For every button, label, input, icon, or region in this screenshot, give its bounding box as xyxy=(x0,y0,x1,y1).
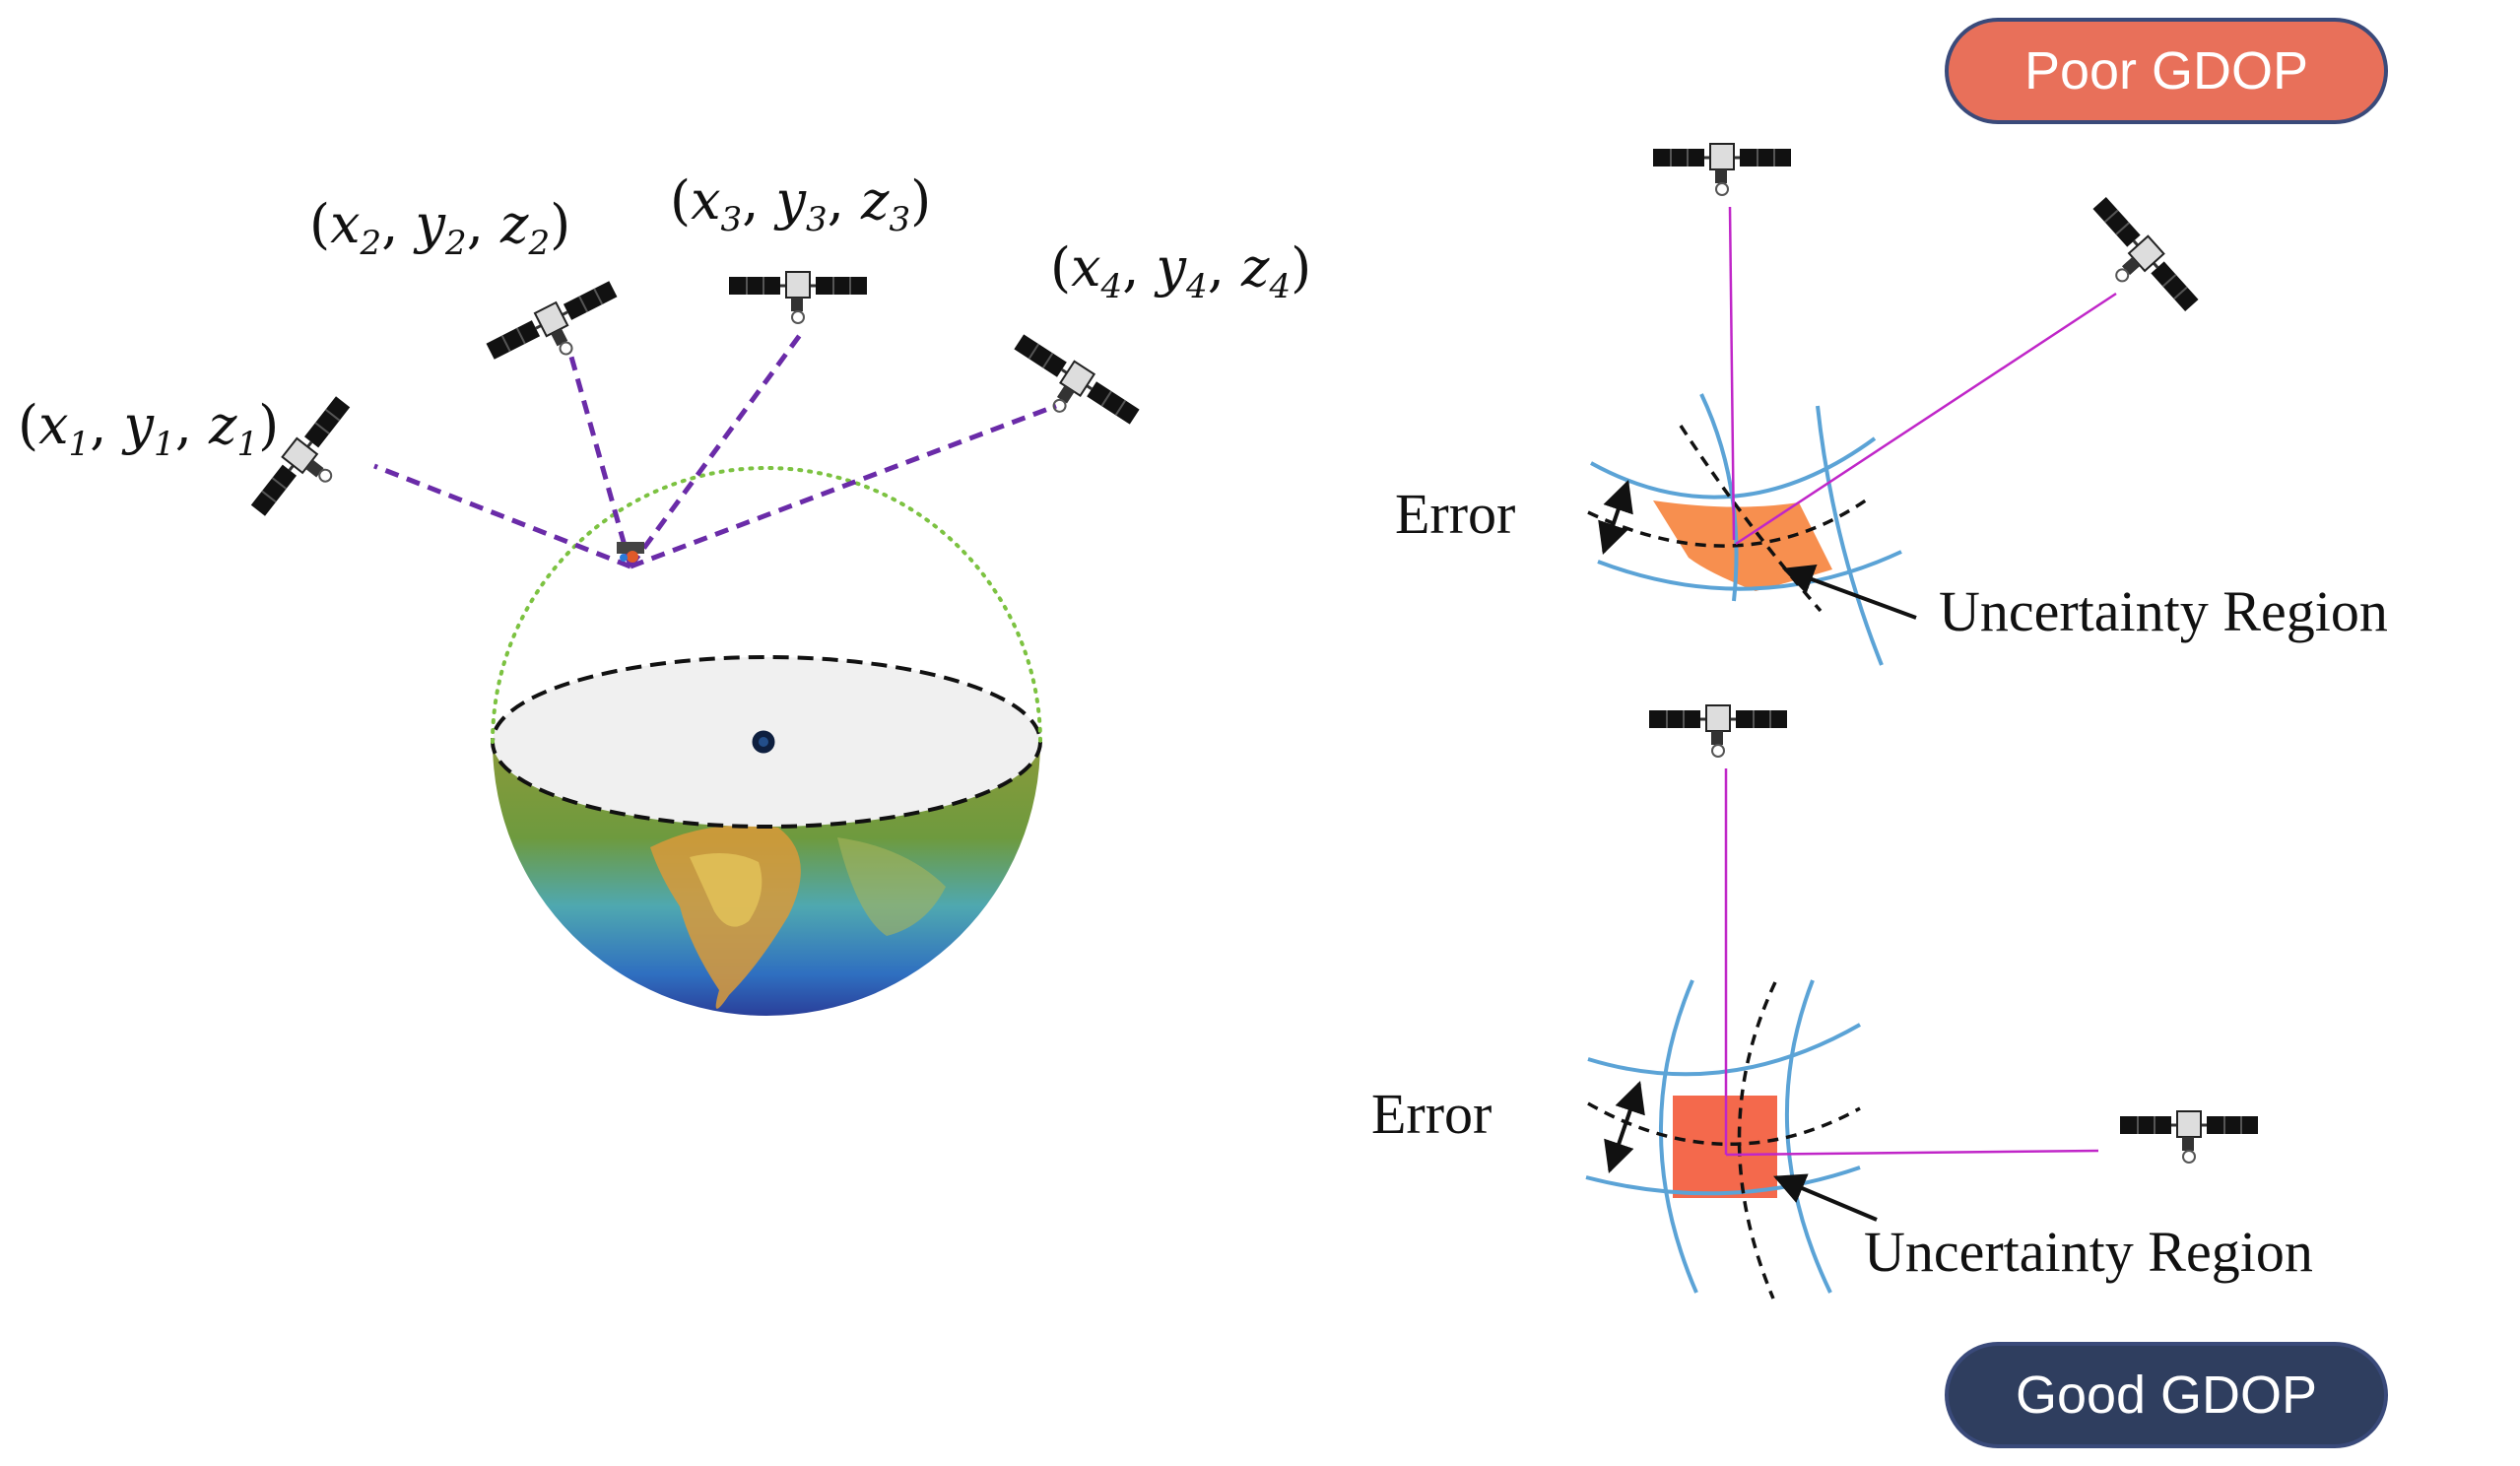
satellite-icon-3 xyxy=(727,270,869,325)
svg-text:Poor GDOP: Poor GDOP xyxy=(2024,41,2308,100)
receiver-drone-icon xyxy=(617,542,644,563)
poor-sight-lines xyxy=(1728,206,2117,546)
coord-label-4: (x4, y4, z4) xyxy=(1050,236,1311,306)
good-region-pointer xyxy=(1773,1173,1878,1222)
poor-error-arrow xyxy=(1598,479,1633,556)
good-gdop-badge: Good GDOP xyxy=(1945,1342,2388,1448)
poor-satellite-top xyxy=(1651,142,1793,197)
good-satellite-right xyxy=(2118,1109,2260,1165)
poor-gdop-badge: Poor GDOP xyxy=(1945,18,2388,124)
good-error-arrow xyxy=(1604,1080,1645,1174)
coord-label-3: (x3, y3, z3) xyxy=(670,169,931,239)
poor-region-label: Uncertainty Region xyxy=(1939,579,2388,643)
coord-label-2: (x2, y2, z2) xyxy=(309,193,570,263)
poor-error-label: Error xyxy=(1395,482,1515,546)
satellite-icon-2 xyxy=(482,275,632,387)
good-sight-lines xyxy=(1724,768,2099,1157)
good-error-label: Error xyxy=(1371,1082,1492,1146)
coord-label-1: (x1, y1, z1) xyxy=(18,394,279,464)
poor-region-pointer xyxy=(1781,564,1917,620)
good-region-label: Uncertainty Region xyxy=(1864,1220,2313,1284)
link-lines xyxy=(373,333,1057,569)
svg-text:Good GDOP: Good GDOP xyxy=(2016,1366,2317,1425)
satellite-icon-4 xyxy=(997,328,1144,450)
good-satellite-top xyxy=(1647,703,1789,759)
